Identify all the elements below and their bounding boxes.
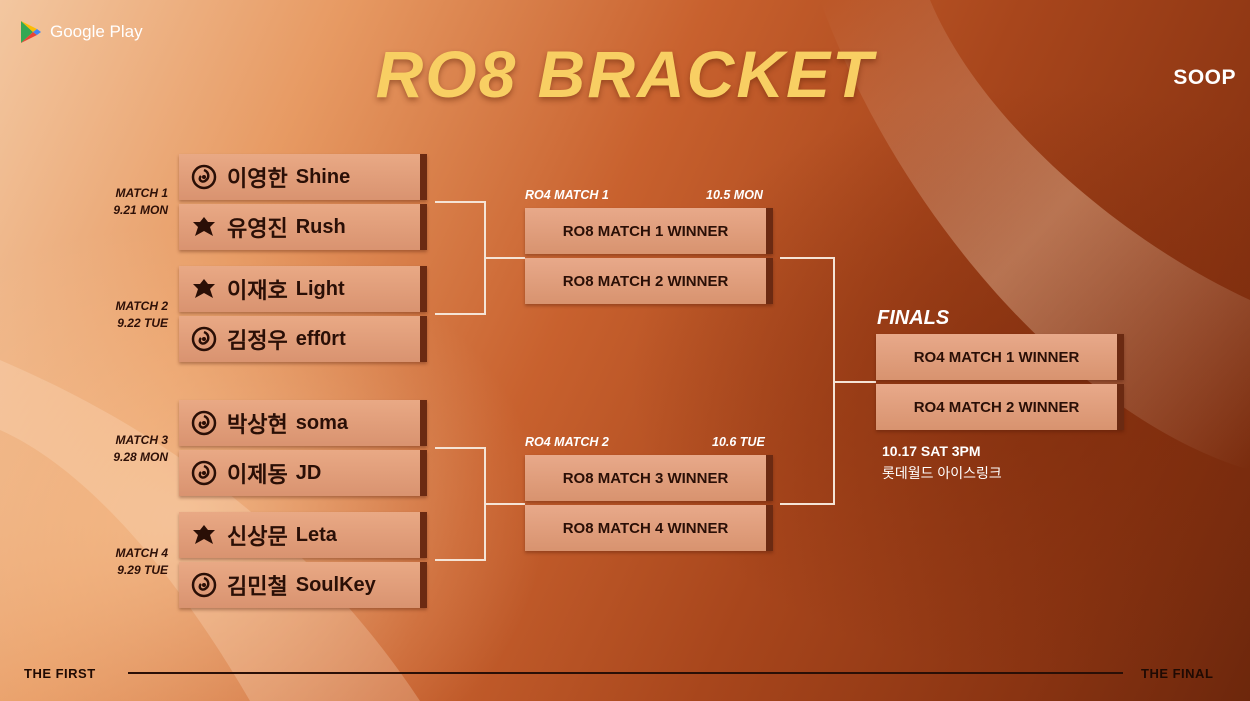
connector <box>435 559 485 561</box>
zerg-race-icon <box>191 572 217 598</box>
terran-race-icon <box>193 279 215 298</box>
finals-info: 10.17 SAT 3PM 롯데월드 아이스링크 <box>882 440 1002 484</box>
ro4-match-1-date: 10.5 MON <box>706 188 763 202</box>
player-slot: 이영한 Shine <box>179 154 427 200</box>
footer-divider <box>128 672 1123 674</box>
ro4-match-2-label: RO4 MATCH 2 <box>525 435 609 449</box>
finals-slot: RO4 MATCH 2 WINNER <box>876 384 1124 430</box>
google-play-icon <box>21 21 41 43</box>
ro4-match-1-label: RO4 MATCH 1 <box>525 188 609 202</box>
player-slot: 김정우 eff0rt <box>179 316 427 362</box>
soop-logo: SOOP <box>1173 66 1236 89</box>
zerg-race-icon <box>191 460 217 486</box>
player-slot: 박상현 soma <box>179 400 427 446</box>
connector <box>435 313 485 315</box>
ro4-slot: RO8 MATCH 4 WINNER <box>525 505 773 551</box>
finals-label: FINALS <box>877 307 950 329</box>
google-play-label: Google Play <box>50 22 143 41</box>
match-3-label: MATCH 3 9.28 MON <box>113 433 168 464</box>
match-2-label: MATCH 2 9.22 TUE <box>115 299 168 330</box>
page-title: RO8 BRACKET <box>375 37 875 111</box>
ro4-slot: RO8 MATCH 2 WINNER <box>525 258 773 304</box>
player-slot: 유영진 Rush <box>179 204 427 250</box>
match-4-label: MATCH 4 9.29 TUE <box>115 546 168 577</box>
player-slot: 신상문 Leta <box>179 512 427 558</box>
footer-right-text: THE FINAL <box>1141 666 1214 681</box>
connector <box>484 257 525 259</box>
terran-race-icon <box>193 217 215 236</box>
connector <box>435 447 485 449</box>
match-1-label: MATCH 1 9.21 MON <box>113 186 168 217</box>
zerg-race-icon <box>191 164 217 190</box>
finals-slot: RO4 MATCH 1 WINNER <box>876 334 1124 380</box>
ro4-slot: RO8 MATCH 3 WINNER <box>525 455 773 501</box>
zerg-race-icon <box>191 326 217 352</box>
zerg-race-icon <box>191 410 217 436</box>
connector <box>833 381 876 383</box>
footer-left-text: THE FIRST <box>24 666 96 681</box>
player-slot: 김민철 SoulKey <box>179 562 427 608</box>
google-play-badge: Google Play <box>20 20 143 44</box>
connector <box>780 257 834 259</box>
finals-venue: 롯데월드 아이스링크 <box>882 465 1002 481</box>
player-slot: 이제동 JD <box>179 450 427 496</box>
terran-race-icon <box>193 525 215 544</box>
connector <box>435 201 485 203</box>
connector <box>780 503 834 505</box>
connector <box>484 503 525 505</box>
ro4-match-2-date: 10.6 TUE <box>712 435 765 449</box>
finals-datetime: 10.17 SAT 3PM <box>882 443 981 459</box>
ro4-slot: RO8 MATCH 1 WINNER <box>525 208 773 254</box>
player-slot: 이재호 Light <box>179 266 427 312</box>
